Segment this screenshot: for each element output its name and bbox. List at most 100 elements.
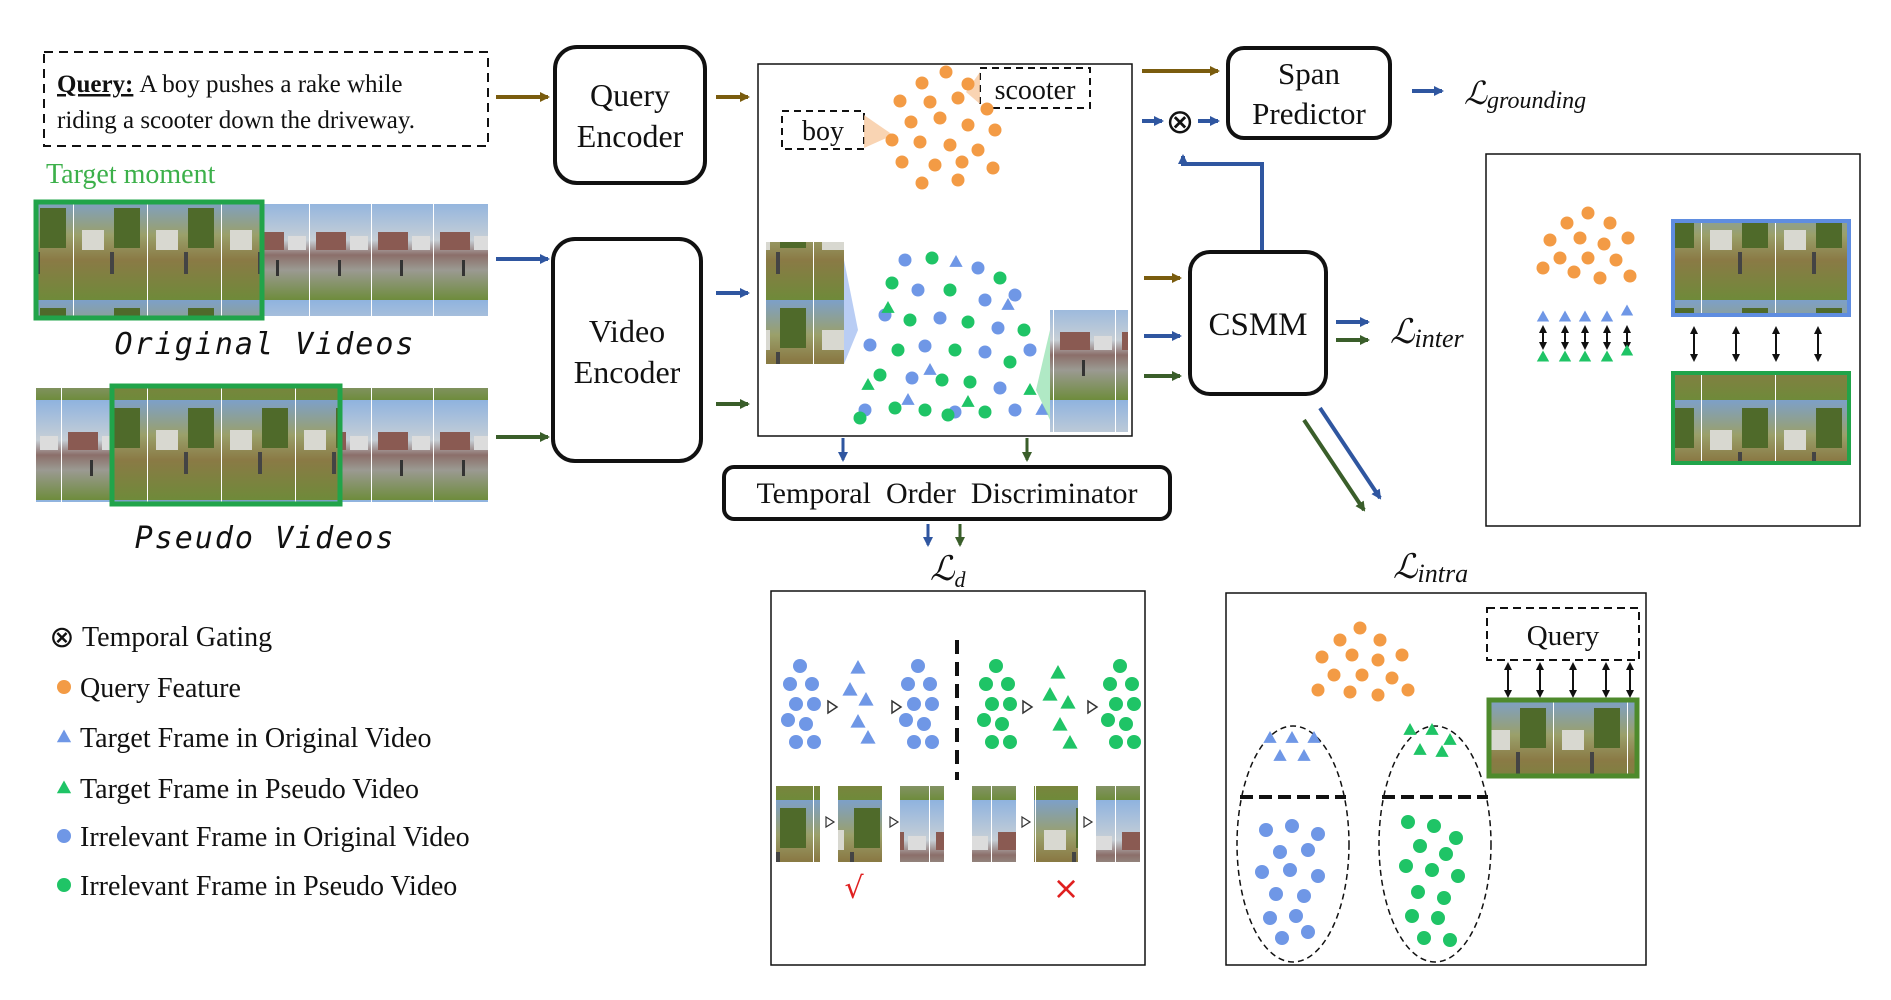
query-feature-dot — [1311, 683, 1325, 697]
target-pseudo-triangle — [1620, 344, 1634, 356]
irrelevant-pseudo-dot — [1449, 831, 1463, 845]
irrelevant-pseudo-dot — [985, 697, 999, 711]
order-frame — [972, 786, 1016, 862]
pseudo-thumbnail — [1050, 310, 1128, 432]
irrelevant-pseudo-dot — [979, 677, 993, 691]
inter-query-cluster — [1536, 206, 1637, 285]
scooter-tag — [979, 67, 1091, 109]
inter-panel — [1485, 153, 1861, 527]
irrelevant-pseudo-dot — [1413, 839, 1427, 853]
loss-intra-label: ℒintra — [1393, 549, 1468, 588]
target-original-triangle — [1285, 731, 1299, 743]
target-pseudo-triangle — [1600, 350, 1614, 362]
pseudo-ellipse — [1378, 725, 1492, 963]
order-frame — [900, 786, 944, 862]
irrelevant-pseudo-dot — [1127, 735, 1141, 749]
order-frame-thumbnails — [776, 786, 1140, 862]
query-feature-dot — [933, 111, 947, 125]
query-feature-dot — [939, 65, 953, 79]
irrelevant-pseudo-dot — [948, 343, 962, 357]
query-feature-dot — [1581, 206, 1595, 220]
intra-panel: Query — [1225, 592, 1647, 966]
irrelevant-original-dot — [863, 338, 877, 352]
query-feature-dot — [986, 161, 1000, 175]
target-pseudo-triangle — [1062, 735, 1078, 749]
target-pseudo-triangle — [961, 395, 975, 407]
query-feature-dot — [951, 91, 965, 105]
query-feature-dot — [1373, 633, 1387, 647]
irrelevant-original-dot — [933, 311, 947, 325]
query-feature-dot — [1333, 633, 1347, 647]
query-feature-dot — [1343, 685, 1357, 699]
query-feature-dot — [1355, 668, 1369, 682]
target-pseudo-triangle — [1435, 745, 1449, 757]
legend-label: Target Frame in Pseudo Video — [80, 774, 419, 805]
irrelevant-original-dot — [991, 321, 1005, 335]
target-original-triangle — [1263, 731, 1277, 743]
inter-triangle-pairs — [1536, 304, 1634, 362]
query-feature-dot — [923, 95, 937, 109]
query-feature-dot — [1623, 269, 1637, 283]
irrelevant-pseudo-dot — [925, 251, 939, 265]
irrelevant-original-dot — [805, 677, 819, 691]
temporal-order-discriminator-label: Temporal Order Discriminator — [756, 477, 1137, 510]
target-original-icon — [56, 729, 72, 743]
target-moment-label: Target moment — [46, 159, 216, 190]
irrelevant-pseudo-dot — [1439, 847, 1453, 861]
irrelevant-original-dot — [901, 677, 915, 691]
boy-tag-label: boy — [802, 116, 844, 147]
irrelevant-original-dot — [1255, 865, 1269, 879]
query-feature-dot — [961, 118, 975, 132]
target-original-triangle — [1035, 403, 1049, 415]
irrelevant-original-dot — [898, 253, 912, 267]
irrelevant-original-dot — [1297, 889, 1311, 903]
query-feature-dot — [1621, 231, 1635, 245]
irrelevant-original-dot — [1259, 823, 1273, 837]
irrelevant-pseudo-dot — [1437, 891, 1451, 905]
legend-item: Irrelevant Frame in Original Video — [57, 822, 470, 853]
irrelevant-pseudo-dot — [1411, 885, 1425, 899]
target-pseudo-triangle — [1536, 350, 1550, 362]
irrelevant-pseudo-dot — [1425, 863, 1439, 877]
target-original-triangle — [1578, 310, 1592, 322]
temporal-gating-icon: ⊗ — [1166, 102, 1195, 142]
irrelevant-pseudo-dot — [1103, 677, 1117, 691]
target-original-triangle — [923, 363, 937, 375]
span-predictor-box: Span Predictor — [1226, 46, 1392, 140]
intra-query-label: Query — [1527, 620, 1600, 652]
correct-order-check: √ — [844, 871, 864, 906]
query-feature-dot — [971, 143, 985, 157]
order-arrow — [1087, 699, 1099, 715]
irrelevant-original-dot — [925, 735, 939, 749]
loss-grounding-label: ℒgrounding — [1464, 75, 1586, 114]
irrelevant-original-dot — [1301, 925, 1315, 939]
irrelevant-original-dot — [1273, 845, 1287, 859]
query-feature-dot — [1353, 621, 1367, 635]
query-feature-dot — [988, 123, 1002, 137]
query-feature-dot — [1401, 683, 1415, 697]
target-pseudo-triangle — [1425, 723, 1439, 735]
video-feature-cluster — [853, 251, 1049, 425]
query-feature-dot — [1395, 648, 1409, 662]
irrelevant-pseudo-dot — [888, 401, 902, 415]
irrelevant-pseudo-dot — [978, 405, 992, 419]
target-pseudo-icon — [56, 780, 72, 794]
temporal-gating-icon: ⊗ — [49, 620, 74, 655]
irrelevant-original-dot — [918, 339, 932, 353]
irrelevant-original-dot — [783, 677, 797, 691]
query-feature-cluster — [885, 65, 1002, 190]
loss-d-label: ℒd — [930, 551, 967, 592]
target-original-triangle — [850, 660, 866, 674]
irrelevant-original-dot — [807, 735, 821, 749]
order-arrow — [891, 699, 903, 715]
query-feature-dot — [1603, 216, 1617, 230]
irrelevant-original-dot — [899, 713, 913, 727]
irrelevant-pseudo-dot — [1427, 819, 1441, 833]
irrelevant-pseudo-dot — [1109, 735, 1123, 749]
intra-query-box — [1486, 607, 1640, 661]
irrelevant-pseudo-dot — [961, 315, 975, 329]
irrelevant-original-dot — [781, 713, 795, 727]
original-video-strip — [33, 199, 488, 321]
irrelevant-original-dot — [1311, 869, 1325, 883]
